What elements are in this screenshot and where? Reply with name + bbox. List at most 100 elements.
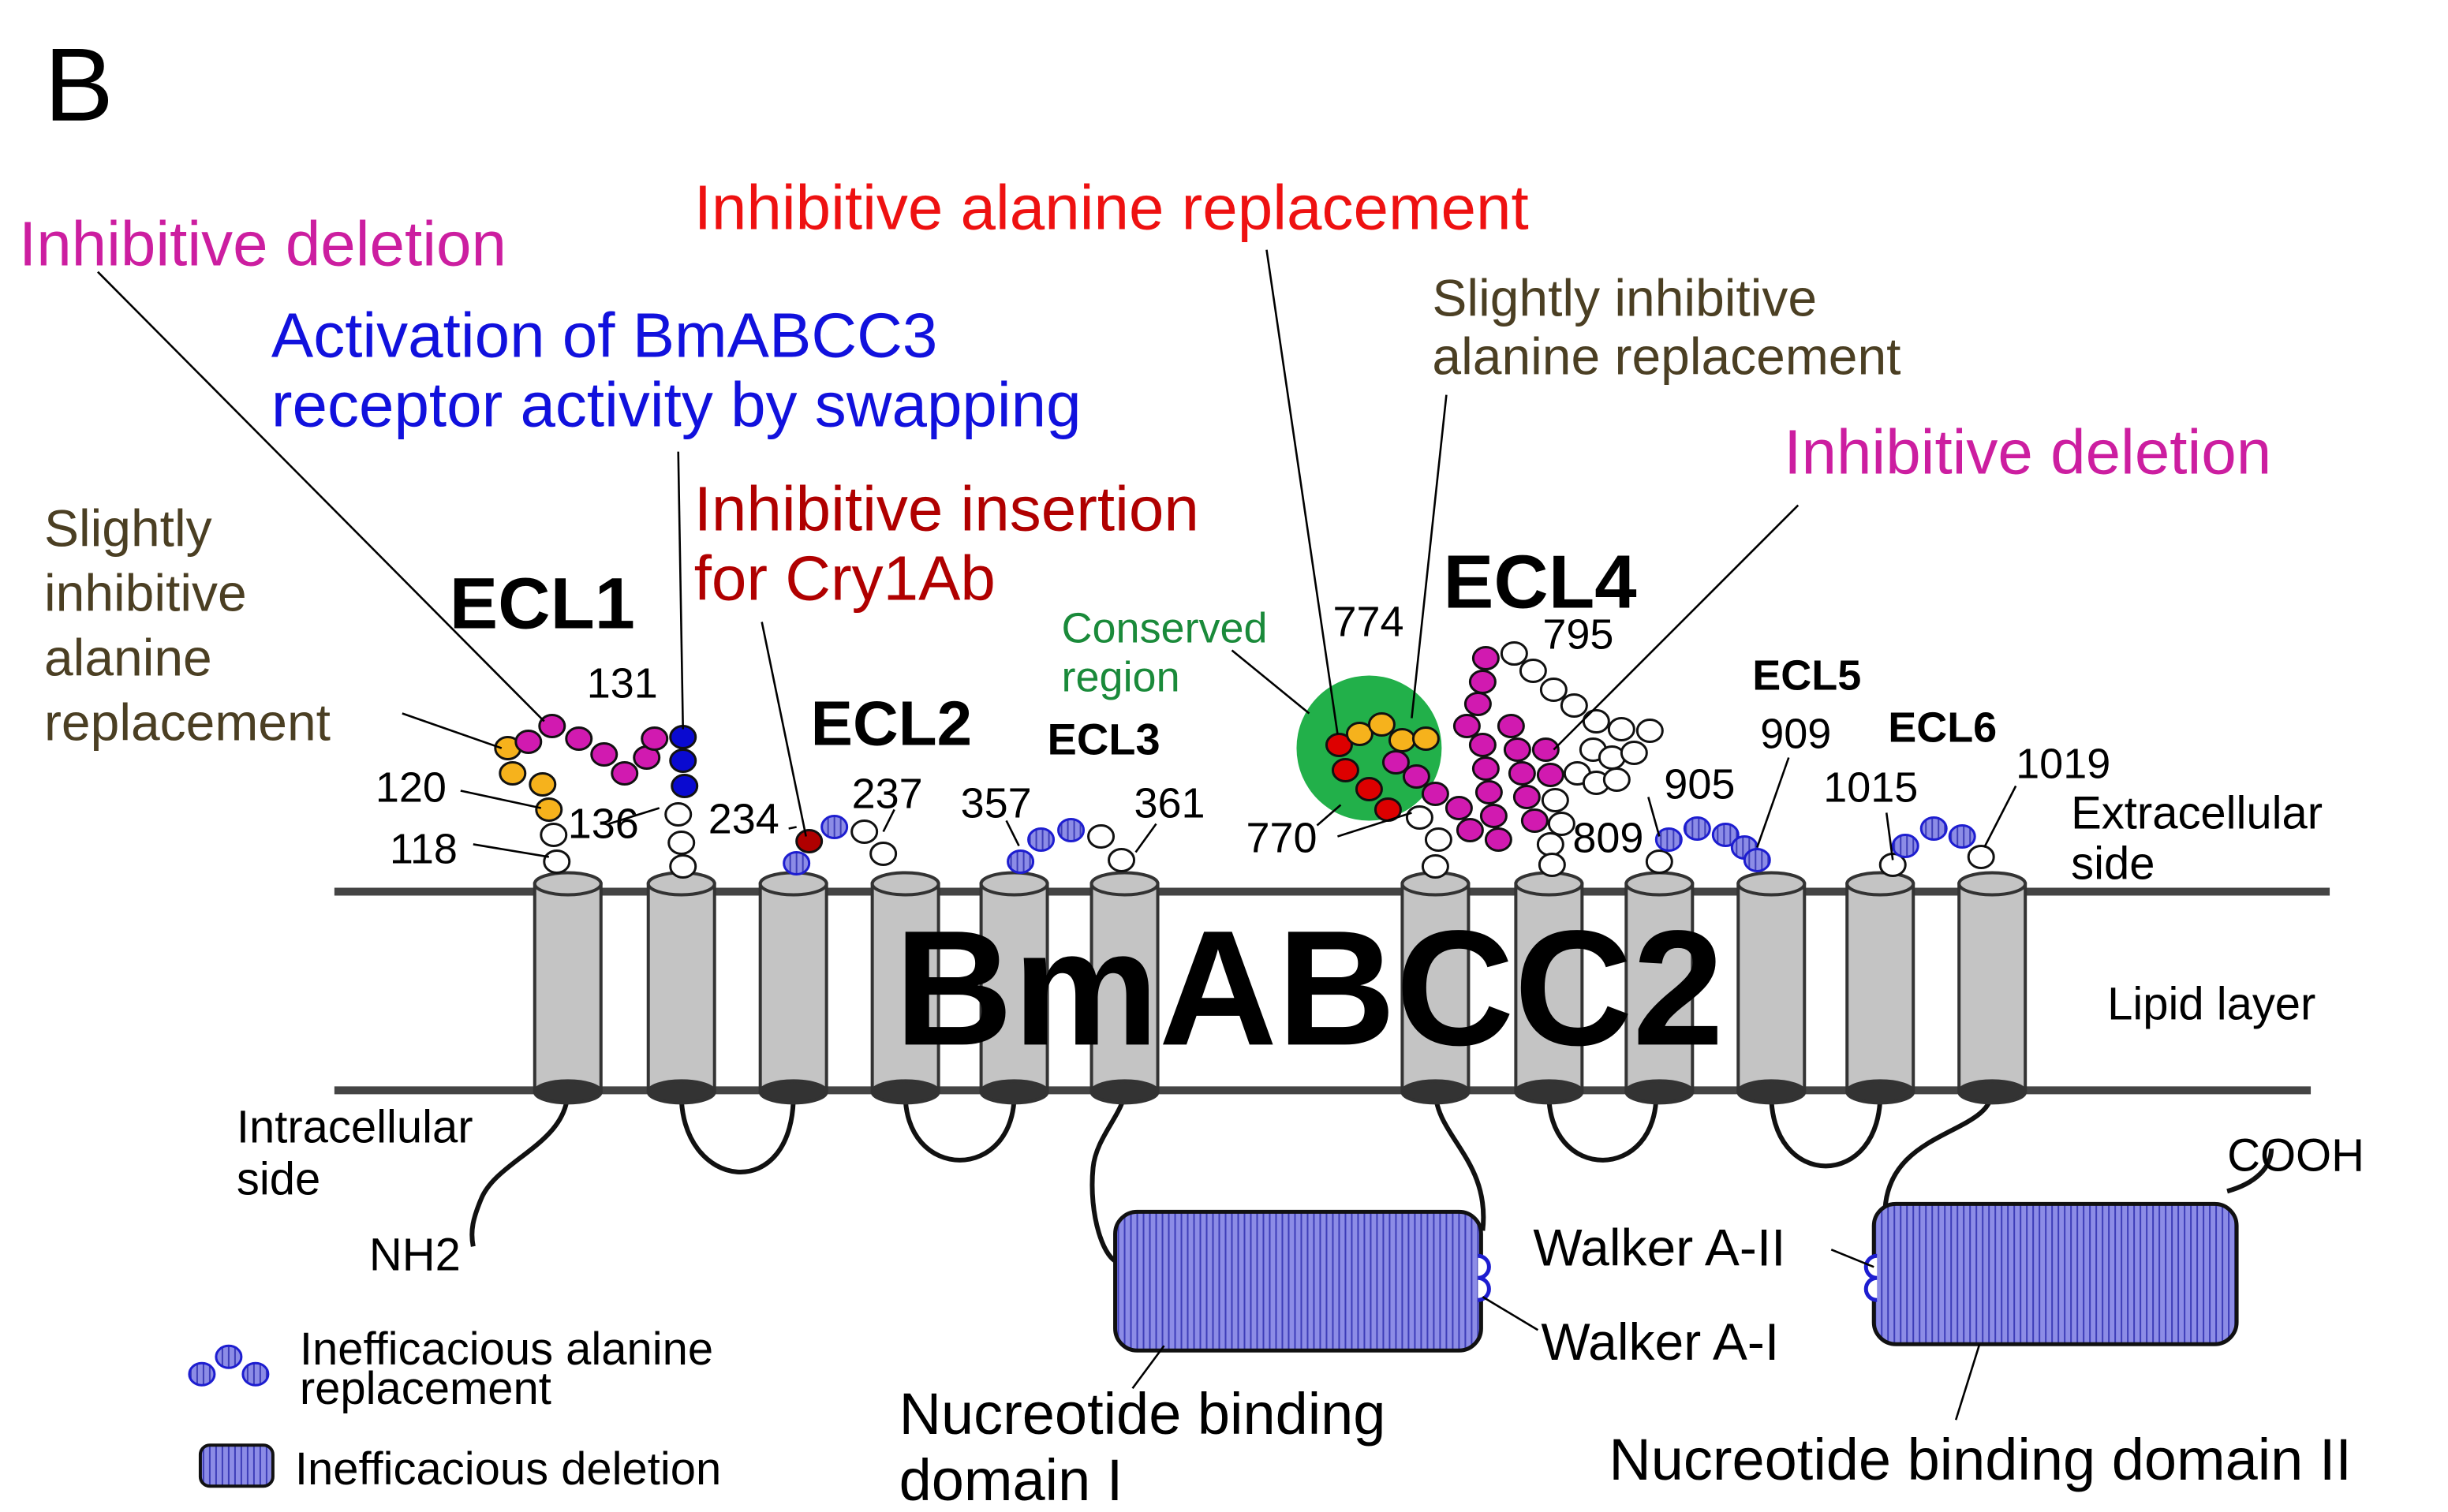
ecl4-residue: [1541, 787, 1569, 812]
ecl4-residue: [1602, 767, 1631, 792]
panel-label: B: [44, 27, 114, 143]
label-inhibitive-insertion-2: for Cry1Ab: [694, 543, 996, 614]
ecl1-residue: [669, 853, 697, 879]
ecl4-residue: [1367, 712, 1396, 737]
residue-361: 361: [1134, 779, 1205, 827]
ecl4-residue: [1355, 776, 1383, 801]
ecl1-residue: [543, 849, 571, 874]
ecl4-residue: [1471, 646, 1500, 671]
ecl4-residue: [1560, 693, 1588, 719]
residue-237: 237: [852, 770, 923, 817]
ecl4-residue: [1635, 719, 1664, 744]
ecl4-residue: [1456, 817, 1484, 842]
residue-357: 357: [961, 779, 1032, 827]
ecl4-residue: [1474, 779, 1503, 805]
ecl2-residue: [783, 850, 811, 875]
ecl5-residue: [1743, 847, 1771, 872]
residue-131: 131: [587, 660, 658, 707]
helix-tm3: [758, 871, 828, 1105]
residue-118: 118: [390, 825, 458, 872]
label-ecl5: ECL5: [1752, 652, 1861, 700]
ecl4-residue: [1468, 670, 1497, 695]
loop-residues: [494, 641, 1995, 879]
ecl4-residue: [1538, 852, 1566, 877]
ecl4-residue: [1536, 762, 1564, 787]
residue-909: 909: [1760, 711, 1831, 758]
ecl4-residue: [1607, 717, 1635, 742]
label-activation-line2: receptor activity by swapping: [271, 370, 1082, 440]
residue-136: 136: [568, 800, 639, 847]
ecl4-residue: [1508, 760, 1536, 786]
ecl3-residue: [1007, 849, 1035, 874]
helix-tm8: [1514, 871, 1584, 1105]
ecl4-residue: [1445, 795, 1473, 820]
legend-alanine-symbol: [188, 1344, 270, 1387]
ecl4-residue: [1519, 659, 1547, 684]
residue-770: 770: [1246, 814, 1317, 861]
ecl5-residue: [1683, 816, 1711, 841]
helix-tm2: [646, 871, 716, 1105]
ecl2-residue: [820, 814, 849, 839]
ecl4-residue: [1405, 805, 1433, 830]
transmembrane-helices: [533, 871, 2028, 1105]
ecl4-residue: [1402, 763, 1430, 789]
label-inhibitive-insertion-1: Inhibitive insertion: [694, 474, 1199, 544]
helix-tm12: [1957, 871, 2028, 1105]
ecl4-residue: [1620, 741, 1648, 765]
ecl1-residue: [514, 730, 543, 755]
ecl1-residue: [671, 773, 699, 798]
label-inhibitive-deletion-right: Inhibitive deletion: [1784, 417, 2271, 487]
ecl4-residue: [1345, 722, 1373, 747]
ecl4-residue: [1331, 757, 1359, 782]
ecl1-residue: [611, 760, 639, 786]
label-inhibitive-alanine: Inhibitive alanine replacement: [694, 173, 1529, 243]
ecl1-residue: [565, 726, 593, 752]
ecl1-residue: [664, 801, 693, 827]
ecl4-residue: [1539, 678, 1568, 703]
ecl4-residue: [1536, 831, 1564, 857]
label-intracellular-1: Intracellular: [237, 1102, 473, 1152]
conserved-region: [1296, 675, 1442, 821]
label-nbd2: Nucreotide binding domain II: [1609, 1427, 2352, 1492]
label-conserved-1: Conserved: [1062, 605, 1268, 652]
ecl1-residue: [641, 726, 669, 752]
helix-tm11: [1845, 871, 1915, 1105]
ecl4-residue: [1547, 811, 1575, 836]
label-nbd1-1: Nucreotide binding: [899, 1381, 1386, 1447]
residue-1019: 1019: [2016, 740, 2110, 787]
label-slightly-left-1: Slightly: [44, 499, 212, 558]
ecl1-residue: [669, 725, 697, 750]
intracellular-loops: [469, 1090, 2274, 1265]
helix-tm7: [1400, 871, 1471, 1105]
residue-905: 905: [1664, 760, 1735, 808]
ecl6-residue: [1948, 823, 1976, 849]
ecl4-residue: [1381, 750, 1410, 775]
label-ecl4: ECL4: [1443, 540, 1636, 625]
label-cooh: COOH: [2227, 1130, 2364, 1181]
ecl1-residue: [529, 771, 557, 797]
label-ecl2: ECL2: [811, 689, 972, 759]
ecl1-residue: [535, 797, 563, 822]
ecl3-residue: [1108, 847, 1136, 872]
ecl4-residue: [1484, 827, 1512, 852]
ecl4-residue: [1500, 641, 1528, 666]
ecl4-residue: [1424, 827, 1452, 852]
ecl4-residue: [1325, 733, 1353, 757]
ecl5-residue: [1645, 849, 1673, 874]
ecl3-residue: [1087, 823, 1116, 849]
protein-name: BmABCC2: [895, 897, 1724, 1080]
ecl2-residue: [869, 841, 898, 866]
label-ecl6: ECL6: [1888, 704, 1997, 752]
legend-alanine-1: Inefficacious alanine: [300, 1324, 713, 1375]
residue-1015: 1015: [1823, 763, 1918, 811]
ecl2-residue: [795, 828, 824, 853]
label-walker-a1: Walker A-I: [1541, 1312, 1779, 1371]
ecl4-residue: [1452, 714, 1481, 739]
residue-809: 809: [1572, 814, 1643, 861]
label-conserved-2: region: [1062, 654, 1180, 701]
label-slightly-left-3: alanine: [44, 629, 212, 687]
label-slightly-right-1: Slightly inhibitive: [1432, 269, 1817, 327]
leader-lines: [97, 249, 2017, 1421]
ecl6-residue: [1967, 844, 1995, 869]
